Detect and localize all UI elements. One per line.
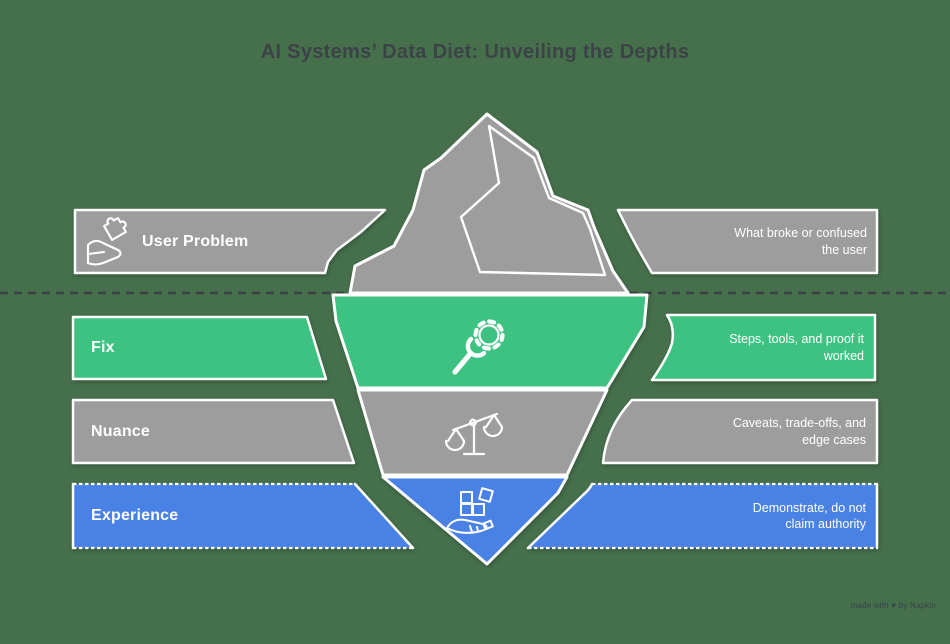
iceberg-tip <box>348 112 630 295</box>
description-line: claim authority <box>785 517 866 531</box>
description-line: Caveats, trade-offs, and <box>732 416 866 430</box>
puzzle-hand-icon <box>86 217 127 266</box>
iceberg-facet-line <box>459 124 607 277</box>
layer-label-experience: Experience <box>91 507 179 524</box>
layer-description-fix: Steps, tools, and proof it worked <box>664 315 864 380</box>
right-rows-group <box>526 208 879 550</box>
row-fix <box>71 315 328 381</box>
layer-label-nuance: Nuance <box>91 422 150 440</box>
left-rows-group <box>71 208 415 550</box>
row-user-problem-desc <box>616 208 879 275</box>
watermark: made with ♥ by Napkin <box>850 601 936 610</box>
iceberg-tip-group <box>348 112 630 295</box>
iceberg-band-experience <box>381 475 569 566</box>
description-line: Steps, tools, and proof it <box>729 332 864 346</box>
iceberg-underwater-group <box>331 293 649 566</box>
description-line: Demonstrate, do not <box>752 500 866 515</box>
row-fix-desc <box>650 313 877 382</box>
row-experience-desc <box>528 484 877 548</box>
row-nuance <box>71 398 356 465</box>
layer-label-user-problem: User Problem <box>142 232 249 250</box>
description-line: edge cases <box>802 432 866 447</box>
wrench-gear-icon <box>452 319 505 375</box>
description-line: the user <box>821 242 867 257</box>
layer-description-nuance: Caveats, trade-offs, and edge cases <box>656 400 866 463</box>
row-nuance-desc <box>601 398 879 465</box>
iceberg-band-fix <box>331 293 649 390</box>
iceberg-band-nuance <box>356 388 609 477</box>
balance-scale-icon <box>444 412 504 456</box>
hand-building-blocks-icon <box>446 487 494 534</box>
row-user-problem <box>73 208 387 275</box>
row-experience <box>73 484 413 548</box>
row-experience-side-edges <box>71 482 415 550</box>
page-title: AI Systems’ Data Diet: Unveiling the Dep… <box>260 41 690 63</box>
layer-description-experience: Demonstrate, do not claim authority <box>666 484 866 548</box>
row-experience-desc-side-edges <box>526 482 879 550</box>
description-line: worked <box>823 348 864 363</box>
description-line: What broke or confused <box>734 226 867 240</box>
layer-label-fix: Fix <box>91 339 115 356</box>
layer-description-user-problem: What broke or confused the user <box>657 210 867 273</box>
